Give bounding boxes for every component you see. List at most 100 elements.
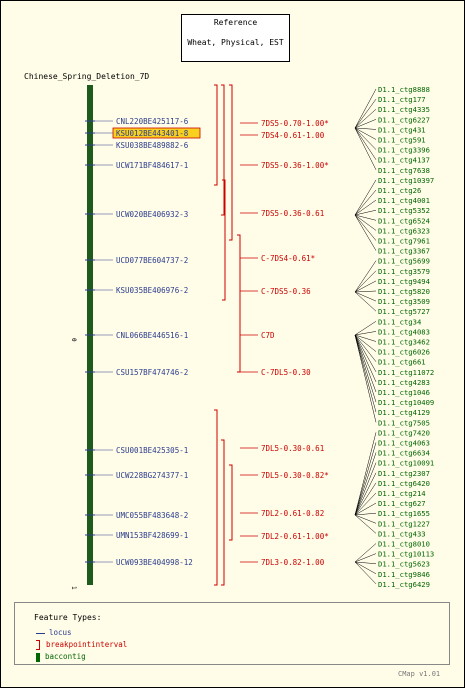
contig-label[interactable]: D1.1_ctg2307	[378, 469, 430, 478]
locus-label[interactable]: CNL066BE446516-1	[116, 331, 188, 340]
breakpoint-bracket[interactable]	[229, 84, 233, 241]
contig-label[interactable]: D1.1_ctg591	[378, 136, 426, 145]
contig-label[interactable]: D1.1_ctg9846	[378, 570, 430, 579]
contig-label[interactable]: D1.1_ctg10113	[378, 550, 434, 559]
contig-label[interactable]: D1.1_ctg3396	[378, 146, 430, 155]
contig-label[interactable]: D1.1_ctg10091	[378, 459, 434, 468]
reference-title: Reference	[213, 18, 258, 27]
contig-label[interactable]: D1.1_ctg11072	[378, 368, 434, 377]
breakpoint-label[interactable]: 7DS5-0.70-1.00*	[261, 119, 329, 128]
breakpoint-label[interactable]: C7D	[261, 331, 275, 340]
breakpoint-label[interactable]: 7DL5-0.30-0.82*	[261, 471, 329, 480]
contig-label[interactable]: D1.1_ctg26	[378, 186, 421, 195]
contig-label[interactable]: D1.1_ctg4083	[378, 327, 430, 336]
contig-label[interactable]: D1.1_ctg6634	[378, 449, 430, 458]
locus-label[interactable]: KSU038BE489882-6	[116, 141, 189, 150]
contig-label[interactable]: D1.1_ctg6323	[378, 226, 430, 235]
breakpoint-bracket[interactable]	[237, 234, 241, 373]
correspondence-line	[354, 109, 377, 129]
contig-label[interactable]: D1.1_ctg3509	[378, 297, 430, 306]
breakpoint-label[interactable]: 7DS5-0.36-1.00*	[261, 161, 329, 170]
contig-label[interactable]: D1.1_ctg8010	[378, 540, 430, 549]
legend-box	[14, 602, 450, 665]
breakpoint-bracket[interactable]	[214, 84, 218, 186]
breakpoint-bracket[interactable]	[221, 84, 225, 216]
contig-label[interactable]: D1.1_ctg4283	[378, 378, 430, 387]
correspondence-line	[354, 119, 377, 129]
contig-label[interactable]: D1.1_ctg4063	[378, 439, 430, 448]
reference-subtitle: Wheat, Physical, EST	[187, 38, 284, 47]
contig-label[interactable]: D1.1_ctg10409	[378, 398, 434, 407]
contig-label[interactable]: D1.1_ctg1655	[378, 509, 430, 518]
breakpoint-label[interactable]: 7DL2-0.61-0.82	[261, 509, 324, 518]
contig-label[interactable]: D1.1_ctg7505	[378, 418, 430, 427]
locus-label[interactable]: UCW093BE404998-12	[116, 558, 193, 567]
contig-label[interactable]: D1.1_ctg6227	[378, 115, 430, 124]
contig-label[interactable]: D1.1_ctg6524	[378, 216, 430, 225]
contig-label[interactable]: D1.1_ctg627	[378, 499, 426, 508]
locus-label[interactable]: CNL220BE425117-6	[116, 117, 189, 126]
contig-label[interactable]: D1.1_ctg7961	[378, 237, 430, 246]
contig-label[interactable]: D1.1_ctg3462	[378, 338, 430, 347]
locus-label[interactable]: KSU012BE443401-8	[116, 129, 189, 138]
contig-label[interactable]: D1.1_ctg6429	[378, 580, 430, 589]
contig-label[interactable]: D1.1_ctg7638	[378, 166, 430, 175]
contig-label[interactable]: D1.1_ctg5623	[378, 560, 430, 569]
correspondence-line	[354, 214, 377, 241]
breakpoint-label[interactable]: 7DL5-0.30-0.61	[261, 444, 324, 453]
contig-label[interactable]: D1.1_ctg34	[378, 317, 421, 326]
correspondence-line	[354, 291, 377, 302]
contig-label[interactable]: D1.1_ctg4129	[378, 408, 430, 417]
contig-label[interactable]: D1.1_ctg661	[378, 358, 426, 367]
breakpoint-label[interactable]: C-7DL5-0.30	[261, 368, 311, 377]
contig-label[interactable]: D1.1_ctg214	[378, 489, 426, 498]
contig-label[interactable]: D1.1_ctg5352	[378, 206, 430, 215]
correspondence-line	[354, 321, 377, 336]
axis-bottom-label: 1	[70, 586, 77, 590]
locus-label[interactable]: CSU157BF474746-2	[116, 368, 188, 377]
breakpoint-label[interactable]: 7DS5-0.36-0.61	[261, 209, 324, 218]
breakpoint-label[interactable]: 7DL3-0.82-1.00	[261, 558, 325, 567]
locus-label[interactable]: CSU001BE425305-1	[116, 446, 188, 455]
contig-label[interactable]: D1.1_ctg7420	[378, 428, 430, 437]
breakpoint-label[interactable]: 7DS4-0.61-1.00	[261, 131, 325, 140]
locus-label[interactable]: UMN153BF428699-1	[116, 531, 188, 540]
contig-label[interactable]: D1.1_ctg5820	[378, 287, 430, 296]
contig-label[interactable]: D1.1_ctg9494	[378, 277, 430, 286]
contig-label[interactable]: D1.1_ctg4137	[378, 156, 430, 165]
locus-line-icon	[36, 632, 45, 634]
correspondence-line	[354, 334, 377, 372]
locus-label[interactable]: UCW020BE406932-3	[116, 210, 188, 219]
contig-label[interactable]: D1.1_ctg431	[378, 125, 426, 134]
contig-label[interactable]: D1.1_ctg1046	[378, 388, 430, 397]
breakpoint-label[interactable]: 7DL2-0.61-1.00*	[261, 532, 329, 541]
contig-label[interactable]: D1.1_ctg5699	[378, 257, 430, 266]
contig-label[interactable]: D1.1_ctg4335	[378, 105, 430, 114]
locus-label[interactable]: KSU035BE406976-2	[116, 286, 188, 295]
contig-label[interactable]: D1.1_ctg3367	[378, 247, 430, 256]
locus-label[interactable]: UCW171BF484617-1	[116, 161, 188, 170]
locus-label[interactable]: UMC055BF483648-2	[116, 511, 188, 520]
breakpoint-bracket[interactable]	[214, 409, 218, 586]
contig-label[interactable]: D1.1_ctg6420	[378, 479, 430, 488]
contig-label[interactable]: D1.1_ctg177	[378, 95, 426, 104]
contig-label[interactable]: D1.1_ctg8888	[378, 85, 430, 94]
contig-label[interactable]: D1.1_ctg5727	[378, 307, 430, 316]
contig-label[interactable]: D1.1_ctg6026	[378, 348, 430, 357]
breakpoint-bracket[interactable]	[229, 464, 233, 541]
contig-label[interactable]: D1.1_ctg433	[378, 529, 426, 538]
breakpoint-bracket[interactable]	[221, 439, 225, 586]
locus-label[interactable]: UCW228BG274377-1	[116, 471, 188, 480]
breakpoint-bracket[interactable]	[222, 179, 226, 301]
locus-label[interactable]: UCD077BE604737-2	[116, 256, 188, 265]
breakpoint-label[interactable]: C-7DS5-0.36	[261, 287, 311, 296]
breakpoint-label[interactable]: C-7DS4-0.61*	[261, 254, 315, 263]
contig-label[interactable]: D1.1_ctg3579	[378, 267, 430, 276]
reference-box[interactable]: Reference Wheat, Physical, EST	[181, 14, 290, 62]
correspondence-line	[354, 334, 377, 413]
contig-label[interactable]: D1.1_ctg10397	[378, 176, 434, 185]
contig-label[interactable]: D1.1_ctg1227	[378, 519, 430, 528]
map-title[interactable]: Chinese_Spring_Deletion_7D	[24, 72, 150, 81]
correspondence-line	[354, 127, 377, 160]
contig-label[interactable]: D1.1_ctg4001	[378, 196, 430, 205]
